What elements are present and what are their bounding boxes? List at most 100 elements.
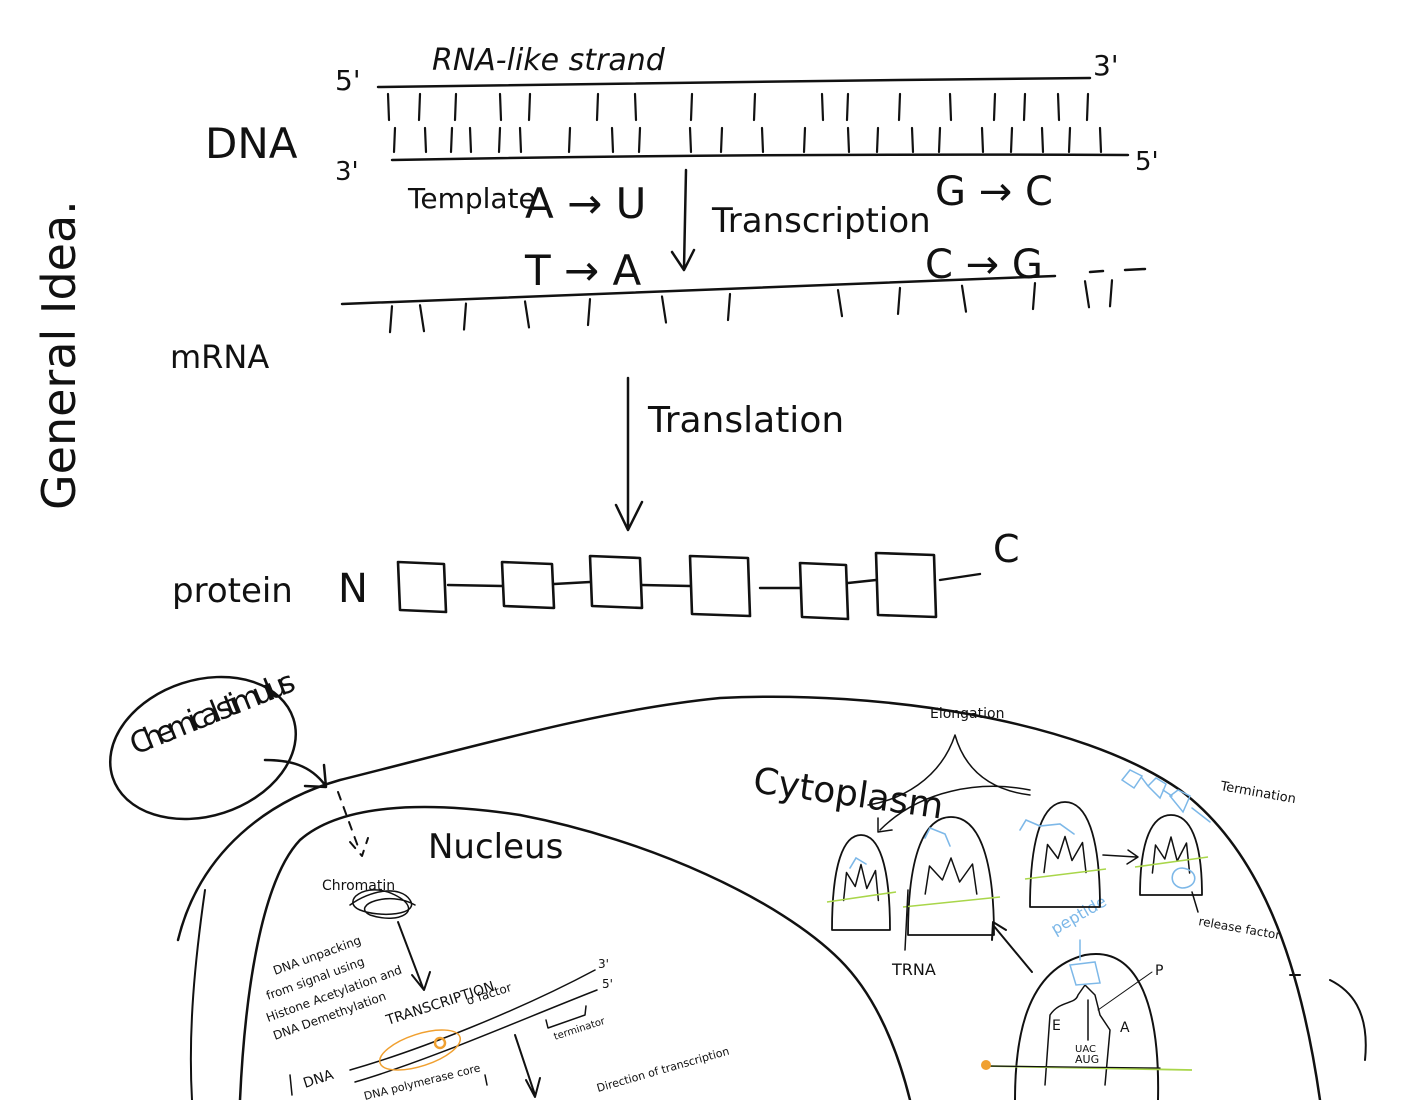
nucleus-envelope	[238, 805, 912, 1100]
dna-top-base	[897, 92, 902, 122]
ribosome-arrow-1	[1102, 849, 1139, 865]
dna-top-base	[386, 92, 391, 122]
dna-top-base	[633, 92, 638, 122]
dna-bottom-base	[567, 126, 572, 154]
mrna-base	[388, 305, 394, 334]
ribosome-mrna	[1024, 868, 1107, 880]
polymerase-bracket	[289, 1074, 488, 1096]
dna-top-base	[752, 92, 757, 122]
peptide-chain-blue	[1120, 769, 1211, 823]
ribosome-mrna	[826, 891, 897, 903]
chromatin-scribble	[349, 889, 416, 919]
top-3prime: 3'	[1093, 49, 1119, 82]
dna-bottom-base	[937, 126, 942, 154]
nucleus-dna-strand-1	[349, 969, 596, 1071]
main-ribosome-trna	[1044, 984, 1111, 1086]
codon-label: AUG	[1075, 1053, 1099, 1066]
ribosome	[907, 816, 995, 936]
release-pointer	[1191, 891, 1199, 913]
three-prime-label: 3'	[598, 957, 609, 971]
anticodon-label: UAC	[1075, 1044, 1096, 1055]
dna-bottom-base	[875, 126, 880, 154]
dna-bottom-base	[610, 126, 615, 154]
dna-bottom-base	[423, 126, 428, 154]
dna-bottom-base	[637, 126, 642, 154]
site-e: E	[1052, 1018, 1061, 1034]
dna-top-bases	[386, 92, 1090, 122]
trna-inside	[924, 857, 978, 895]
mrna-base	[1108, 279, 1114, 308]
cell-membrane	[176, 695, 1322, 1100]
dna-bottom-base	[1040, 126, 1045, 154]
amino-acid	[874, 551, 938, 619]
dna-bottom-base	[910, 126, 915, 154]
cytoplasm-label: Cytoplasm	[751, 760, 946, 827]
dna-bottom-bases	[392, 126, 1103, 154]
elongation-label: Elongation	[930, 706, 1004, 722]
dna-top-base	[992, 92, 997, 122]
signal-dashed-arrow	[337, 791, 369, 857]
dna-top-base	[1085, 92, 1090, 122]
peptide-bond	[846, 578, 878, 585]
dna-bottom-base	[719, 126, 724, 154]
dna-top-strand	[376, 76, 1092, 89]
dna-bottom-base	[449, 126, 454, 154]
n-terminus: N	[338, 566, 368, 612]
up-arrow	[991, 921, 1033, 973]
polymerase-label: DNA polymerase core	[363, 1061, 482, 1100]
dna-bottom-base	[760, 126, 765, 154]
sigma-dot	[433, 1036, 447, 1050]
translation-arrow	[614, 376, 644, 532]
bottom-5prime: 5'	[1135, 147, 1159, 177]
p-site-pointer	[1097, 971, 1153, 1011]
dna-top-base	[845, 92, 850, 122]
dna-top-base	[1056, 92, 1061, 122]
dna-top-base	[820, 92, 825, 122]
protein-section: protein N C	[172, 527, 1020, 621]
dna-bottom-base	[497, 126, 502, 154]
ribosome	[1139, 814, 1203, 896]
ribosome-mrna	[902, 896, 1001, 908]
mrna-base	[418, 304, 426, 333]
mrna-base	[896, 286, 902, 316]
dna-bottom-base	[1067, 126, 1072, 154]
dna-top-base	[498, 92, 503, 122]
c-terminus: C	[993, 527, 1020, 571]
main-ribosome	[1014, 952, 1160, 1100]
direction-label: Direction of transcription	[595, 1045, 731, 1095]
mrna-section: mRNA	[170, 267, 1147, 376]
mrna-start-dot	[981, 1060, 991, 1070]
dna-top-base	[689, 92, 694, 122]
dna-top-base	[417, 92, 422, 122]
trna-inside	[842, 863, 880, 902]
cell-section: Chemical stimulus Nucleus Chromatin DNA …	[108, 664, 1367, 1100]
trna-label: TRNA	[891, 960, 936, 979]
template-label: Template	[407, 182, 536, 215]
dna-bottom-base	[392, 126, 397, 154]
pair-t-a: T → A	[524, 246, 642, 295]
dna-bottom-base	[1009, 126, 1014, 154]
dna-top-base	[948, 92, 953, 122]
site-p: P	[1155, 963, 1163, 979]
pair-g-c: G → C	[935, 169, 1053, 215]
five-prime-label: 5'	[602, 977, 613, 991]
cell-membrane-left	[189, 889, 206, 1100]
termination-label: Termination	[1218, 779, 1297, 807]
mrna-label: mRNA	[170, 338, 269, 376]
stimulus-bubble	[108, 675, 298, 821]
translation-label: Translation	[647, 400, 844, 441]
pair-a-u: A → U	[525, 179, 646, 228]
chromatin-arrow	[397, 921, 431, 991]
nucleus-dna-label: DNA	[301, 1067, 336, 1092]
mrna-base	[462, 302, 468, 331]
dna-bottom-base	[688, 126, 693, 154]
trna-pointer	[904, 889, 909, 951]
dna-bottom-base	[1098, 126, 1103, 154]
dna-top-base	[527, 92, 532, 122]
site-a: A	[1120, 1020, 1130, 1036]
strand-label: RNA-like strand	[432, 43, 666, 78]
amino-acid	[688, 554, 752, 618]
amino-acid	[396, 560, 448, 614]
mrna-base	[586, 297, 592, 327]
